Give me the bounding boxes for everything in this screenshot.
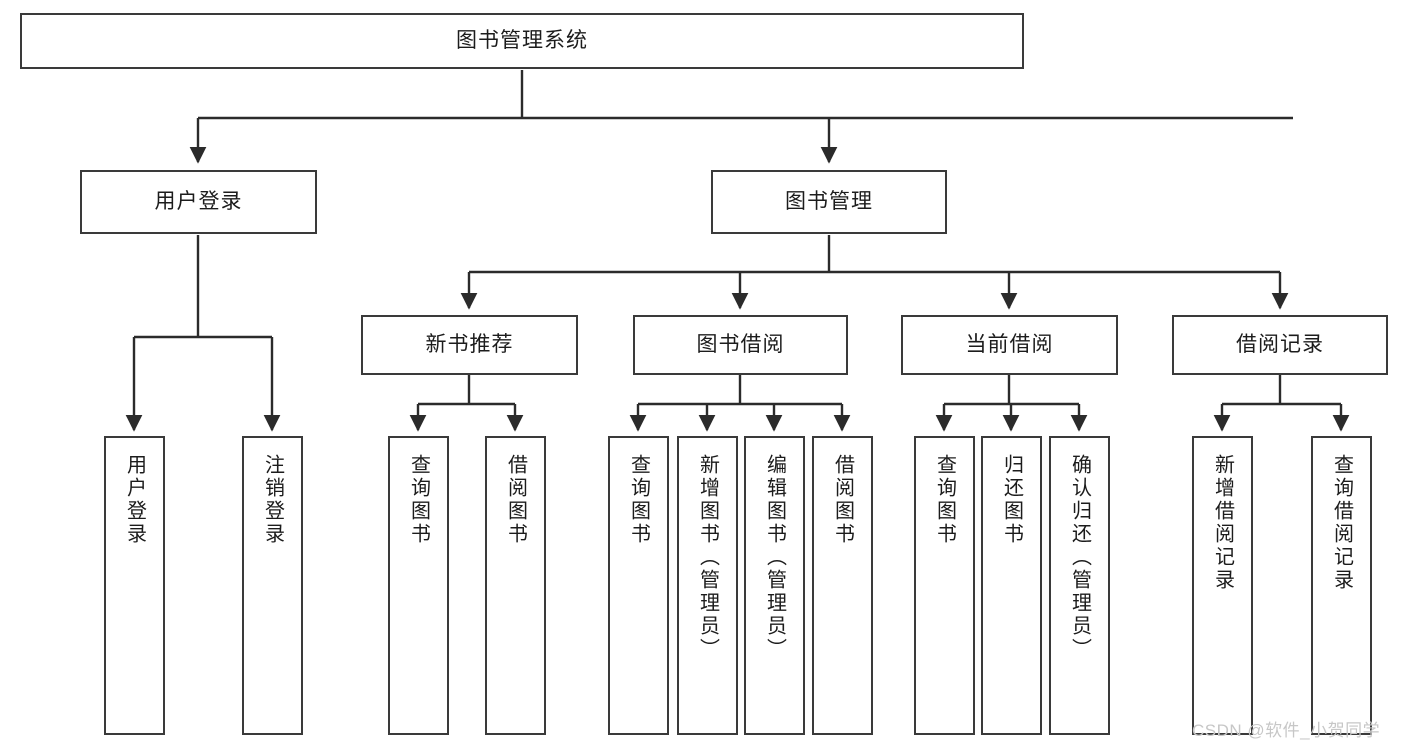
node-book-management[interactable]: 图书管理	[711, 170, 947, 234]
leaf-book-borrow-query-label: 查询图书	[627, 454, 650, 546]
leaf-current-borrow-confirm[interactable]: 确认归还（管理员）	[1049, 436, 1110, 735]
leaf-book-borrow-query[interactable]: 查询图书	[608, 436, 669, 735]
node-book-borrow-label: 图书借阅	[696, 332, 785, 356]
leaf-borrow-record-add-label: 新增借阅记录	[1211, 454, 1234, 592]
node-new-book-recommend[interactable]: 新书推荐	[361, 315, 578, 375]
node-current-borrow-label: 当前借阅	[965, 332, 1054, 356]
leaf-book-borrow-borrow-label: 借阅图书	[831, 454, 854, 546]
node-book-management-label: 图书管理	[785, 189, 873, 213]
leaf-new-book-borrow-label: 借阅图书	[504, 454, 527, 546]
leaf-user-login-login-label: 用户登录	[123, 454, 146, 546]
leaf-borrow-record-add[interactable]: 新增借阅记录	[1192, 436, 1253, 735]
leaf-current-borrow-return[interactable]: 归还图书	[981, 436, 1042, 735]
leaf-new-book-query-label: 查询图书	[407, 454, 430, 546]
leaf-user-login-logout[interactable]: 注销登录	[242, 436, 303, 735]
leaf-book-borrow-borrow[interactable]: 借阅图书	[812, 436, 873, 735]
node-root[interactable]: 图书管理系统	[20, 13, 1024, 69]
leaf-book-borrow-add-label: 新增图书（管理员）	[696, 454, 719, 661]
node-book-borrow[interactable]: 图书借阅	[633, 315, 848, 375]
node-new-book-recommend-label: 新书推荐	[425, 332, 514, 356]
node-borrow-record[interactable]: 借阅记录	[1172, 315, 1388, 375]
leaf-book-borrow-add[interactable]: 新增图书（管理员）	[677, 436, 738, 735]
leaf-current-borrow-confirm-label: 确认归还（管理员）	[1068, 454, 1091, 661]
leaf-current-borrow-query-label: 查询图书	[933, 454, 956, 546]
leaf-book-borrow-edit-label: 编辑图书（管理员）	[763, 454, 786, 661]
node-current-borrow[interactable]: 当前借阅	[901, 315, 1118, 375]
leaf-user-login-logout-label: 注销登录	[261, 454, 284, 546]
leaf-current-borrow-return-label: 归还图书	[1000, 454, 1023, 546]
node-user-login-label: 用户登录	[154, 189, 243, 213]
node-borrow-record-label: 借阅记录	[1236, 332, 1324, 356]
leaf-borrow-record-query[interactable]: 查询借阅记录	[1311, 436, 1372, 735]
leaf-borrow-record-query-label: 查询借阅记录	[1330, 454, 1353, 592]
node-root-label: 图书管理系统	[456, 28, 588, 52]
leaf-current-borrow-query[interactable]: 查询图书	[914, 436, 975, 735]
leaf-new-book-borrow[interactable]: 借阅图书	[485, 436, 546, 735]
leaf-book-borrow-edit[interactable]: 编辑图书（管理员）	[744, 436, 805, 735]
leaf-new-book-query[interactable]: 查询图书	[388, 436, 449, 735]
csdn-watermark: CSDN @软件_小贺同学	[1192, 721, 1381, 740]
node-user-login[interactable]: 用户登录	[80, 170, 317, 234]
leaf-user-login-login[interactable]: 用户登录	[104, 436, 165, 735]
